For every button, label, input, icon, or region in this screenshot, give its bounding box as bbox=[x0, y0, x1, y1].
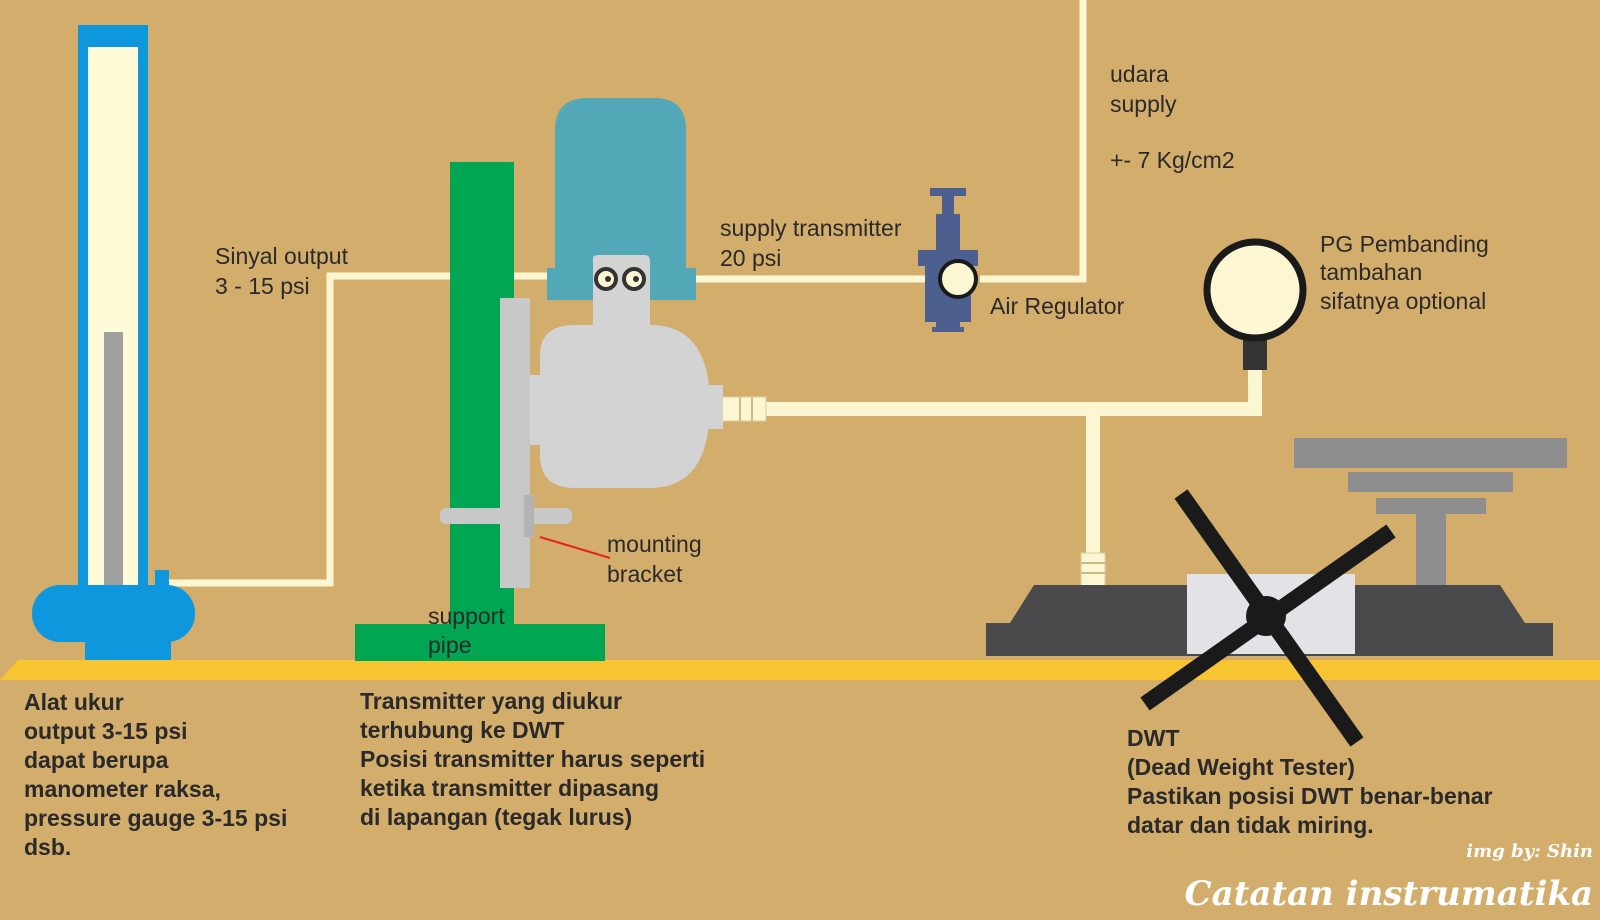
note-alat-ukur-line: dsb. bbox=[24, 834, 71, 860]
note-alat-ukur-line: dapat berupa bbox=[24, 747, 169, 773]
bracket-bolt bbox=[524, 495, 534, 537]
note-alat-ukur-line: output 3-15 psi bbox=[24, 718, 188, 744]
label-pg-optional: sifatnya optional bbox=[1320, 288, 1486, 314]
regulator-knob-top bbox=[930, 188, 966, 196]
note-dwt-line: datar dan tidak miring. bbox=[1127, 812, 1374, 838]
credit-img-by: img by: Shin bbox=[1466, 841, 1593, 862]
dwt-weight-2 bbox=[1348, 472, 1513, 492]
label-support: support bbox=[428, 603, 505, 629]
note-dwt-line: (Dead Weight Tester) bbox=[1127, 754, 1355, 780]
support-pipe-base bbox=[355, 624, 605, 661]
dead-weight-tester bbox=[986, 438, 1567, 747]
label-pg-pembanding: PG Pembanding bbox=[1320, 231, 1489, 257]
label-bracket: bracket bbox=[607, 561, 683, 587]
handwheel-hub bbox=[1246, 596, 1286, 636]
pg-pembanding-gauge bbox=[1203, 238, 1307, 370]
label-sinyal-psi: 3 - 15 psi bbox=[215, 273, 310, 299]
mounting-bracket bbox=[500, 298, 530, 588]
transmitter-housing bbox=[555, 98, 686, 300]
note-dwt-line: Pastikan posisi DWT benar-benar bbox=[1127, 783, 1493, 809]
label-supply: supply bbox=[1110, 91, 1177, 117]
note-dwt-line: DWT bbox=[1127, 725, 1179, 751]
note-transmitter: Transmitter yang diukur terhubung ke DWT… bbox=[360, 688, 705, 830]
label-mounting: mounting bbox=[607, 531, 702, 557]
pressure-line-to-gauge bbox=[740, 365, 1262, 416]
manometer-inlet bbox=[155, 570, 169, 588]
air-supply-line bbox=[980, 0, 1087, 283]
note-alat-ukur-line: manometer raksa, bbox=[24, 776, 221, 802]
bracket-clamp bbox=[440, 508, 572, 524]
note-transmitter-line: terhubung ke DWT bbox=[360, 717, 564, 743]
gauge-dial-icon bbox=[1203, 238, 1307, 342]
note-transmitter-line: ketika transmitter dipasang bbox=[360, 775, 659, 801]
dwt-piston-rod bbox=[1416, 510, 1446, 585]
regulator-gauge-icon bbox=[938, 259, 978, 299]
dwt-weight-plate bbox=[1294, 438, 1567, 468]
floor bbox=[0, 660, 1600, 680]
note-transmitter-line: di lapangan (tegak lurus) bbox=[360, 804, 632, 830]
label-supply-psi: 20 psi bbox=[720, 245, 781, 271]
label-sinyal-output: Sinyal output bbox=[215, 243, 349, 269]
note-alat-ukur-line: pressure gauge 3-15 psi bbox=[24, 805, 287, 831]
note-alat-ukur-line: Alat ukur bbox=[24, 689, 124, 715]
manometer bbox=[32, 25, 195, 660]
label-supply-transmitter: supply transmitter bbox=[720, 215, 902, 241]
transmitter bbox=[440, 98, 723, 588]
label-udara: udara bbox=[1110, 61, 1169, 87]
manometer-fluid-level bbox=[104, 332, 123, 592]
label-air-regulator: Air Regulator bbox=[990, 293, 1125, 319]
note-dwt: DWT (Dead Weight Tester) Pastikan posisi… bbox=[1127, 725, 1493, 838]
note-transmitter-line: Transmitter yang diukur bbox=[360, 688, 622, 714]
note-transmitter-line: Posisi transmitter harus seperti bbox=[360, 746, 705, 772]
transmitter-fitting bbox=[721, 396, 767, 422]
air-regulator bbox=[918, 188, 978, 332]
label-pressure: +- 7 Kg/cm2 bbox=[1110, 147, 1235, 173]
dwt-fitting bbox=[1080, 552, 1106, 588]
credit-site-logo: Catatan instrumatika bbox=[1185, 874, 1593, 914]
label-pipe: pipe bbox=[428, 632, 471, 658]
note-alat-ukur: Alat ukur output 3-15 psi dapat berupa m… bbox=[24, 689, 287, 860]
manometer-base bbox=[32, 585, 195, 642]
mounting-bracket-leader bbox=[539, 536, 611, 559]
transmitter-body bbox=[540, 325, 710, 488]
label-pg-tambahan: tambahan bbox=[1320, 259, 1422, 285]
dwt-weight-3 bbox=[1376, 498, 1486, 514]
